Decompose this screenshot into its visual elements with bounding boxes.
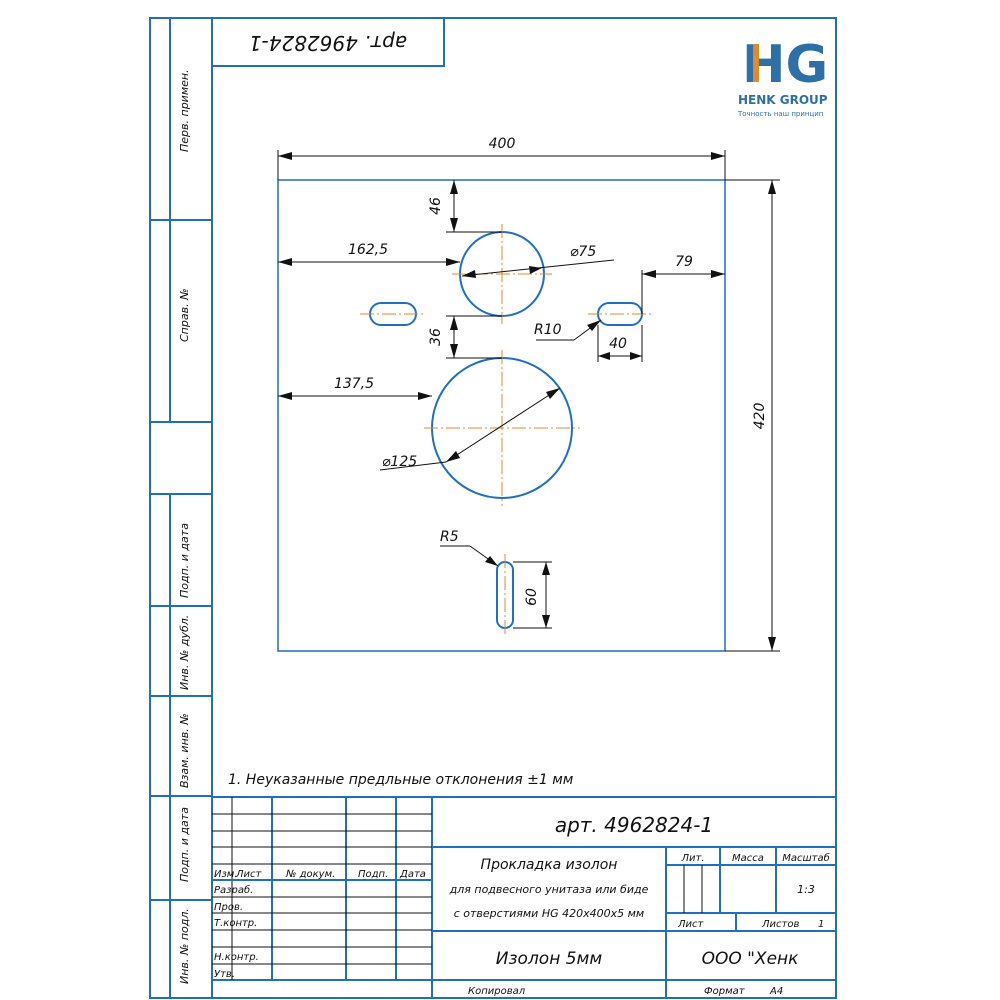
hole-big	[424, 350, 580, 506]
row-utv: Утв.	[214, 969, 235, 980]
title-massa: Масса	[732, 853, 764, 864]
dimension-small-slot-radius: R5	[440, 529, 499, 567]
label-perv-primen: Перв. примен.	[178, 69, 191, 152]
dim-right-offset-label: 79	[675, 254, 693, 270]
title-name-line2: для подвесного унитаза или биде	[449, 883, 649, 896]
stamp-article-text: арт. 4962824-1	[249, 31, 407, 55]
title-scale-value: 1:3	[797, 883, 815, 896]
title-list-label: Лист	[677, 919, 705, 930]
outer-frame	[149, 17, 837, 999]
dim-top-offset-label: 46	[428, 197, 444, 215]
dimension-height: 420	[725, 179, 780, 652]
col-podp: Подп.	[358, 869, 388, 880]
title-name-line1: Прокладка изолон	[481, 857, 618, 873]
label-vzam-inv: Взам. инв. №	[178, 713, 191, 788]
row-nkontr: Н.контр.	[214, 952, 259, 963]
dimension-hole-big-d: ⌀125	[379, 387, 561, 471]
row-prov: Пров.	[214, 902, 243, 913]
title-masshtab: Масштаб	[782, 852, 830, 864]
label-inv-podl: Инв. № подл.	[178, 908, 191, 984]
dim-gap-label: 36	[428, 328, 444, 346]
dimension-top-offset: 46	[428, 180, 502, 233]
col-list: Лист	[235, 869, 263, 880]
title-listov-label: Листов	[761, 919, 799, 930]
label-podp-data-top: Подп. и дата	[178, 523, 191, 598]
col-data: Дата	[399, 869, 426, 880]
dim-small-slot-length-label: 60	[524, 588, 540, 606]
title-name-line3: с отверстиями HG 420х400х5 мм	[454, 907, 644, 920]
title-article: арт. 4962824-1	[555, 813, 713, 837]
col-izm: Изм.	[214, 869, 238, 880]
title-kopiroval: Копировал	[468, 986, 526, 997]
title-block: Изм. Лист № докум. Подп. Дата Разраб. Пр…	[212, 796, 836, 998]
dimension-hole-small-d: ⌀75	[461, 244, 615, 278]
side-strip: Перв. примен. Справ. № Подп. и дата Инв.…	[150, 18, 212, 998]
stamp-box: арт. 4962824-1	[211, 17, 445, 67]
col-dokum: № докум.	[285, 869, 335, 880]
dim-slot-radius-label: R10	[534, 322, 562, 338]
logo-company: HENK GROUP	[738, 93, 828, 107]
title-company: ООО "Хенк	[702, 949, 800, 969]
dim-hole-big-x-label: 137,5	[334, 376, 374, 392]
dimension-hole-small-x: 162,5	[278, 242, 460, 266]
dimension-small-slot-length: 60	[513, 561, 552, 629]
label-podp-data-bottom: Подп. и дата	[178, 807, 191, 882]
row-razrab: Разраб.	[214, 884, 253, 896]
dimension-hole-big-x: 137,5	[278, 376, 432, 400]
row-tkontr: Т.контр.	[214, 918, 257, 929]
title-format-value: А4	[769, 986, 783, 997]
dimension-slot-length: 40	[597, 325, 643, 362]
dimension-width: 400	[277, 136, 726, 180]
label-sprav-no: Справ. №	[178, 288, 191, 342]
slot-vertical	[496, 554, 514, 636]
dimension-right-offset: 79	[641, 254, 725, 314]
dim-width-label: 400	[489, 136, 516, 152]
company-logo: HG HENK GROUP Точность наш принцип	[737, 35, 828, 118]
dim-slot-length-label: 40	[609, 336, 627, 352]
part-outline	[277, 179, 726, 652]
dim-height-label: 420	[752, 403, 768, 430]
dim-hole-small-d-label: ⌀75	[570, 244, 596, 260]
dim-small-slot-radius-label: R5	[440, 529, 459, 545]
title-material: Изолон 5мм	[496, 949, 603, 969]
logo-slogan: Точность наш принцип	[737, 110, 823, 118]
dim-hole-small-x-label: 162,5	[348, 242, 388, 258]
dimension-gap: 36	[428, 315, 502, 359]
tolerance-note: 1. Неуказанные предльные отклонения ±1 м…	[228, 772, 574, 788]
slot-left	[360, 302, 426, 326]
title-format-label: Формат	[704, 986, 746, 997]
label-inv-dubl: Инв. № дубл.	[178, 615, 191, 690]
title-lit: Лит.	[680, 853, 704, 864]
logo-accent	[753, 44, 759, 82]
dim-hole-big-d-label: ⌀125	[382, 454, 417, 470]
title-listov-value: 1	[818, 919, 824, 930]
dimension-slot-radius: R10	[534, 319, 602, 341]
